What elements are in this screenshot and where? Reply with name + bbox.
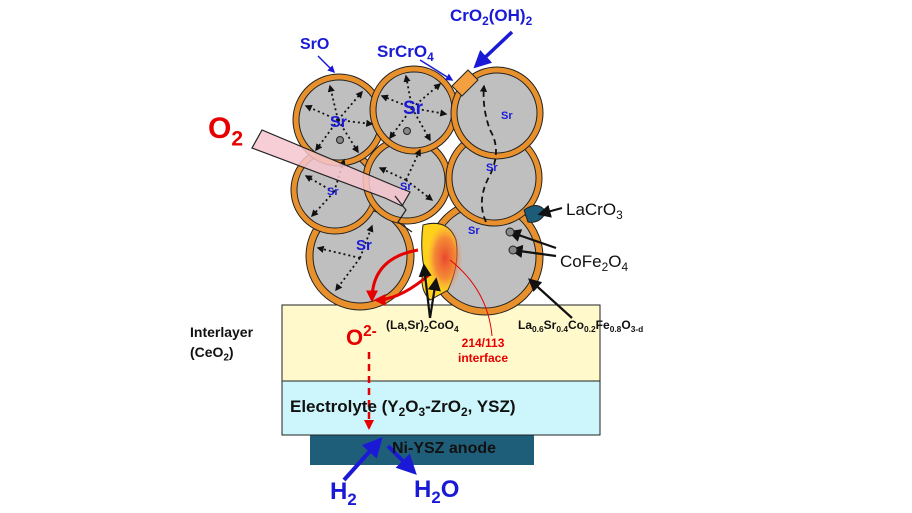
sro-dot-1 [336, 136, 344, 144]
interface-hotspot [427, 224, 463, 292]
cro2oh2-c: (OH) [488, 6, 526, 25]
srcro4-deposit [451, 69, 479, 97]
sr-label-bottom-left: Sr [356, 237, 372, 254]
la-sr2-coo4-label: (La,Sr)2CoO4 [386, 318, 459, 334]
cro2oh2-a: CrO [450, 6, 483, 25]
phase-pointers [418, 204, 573, 319]
anode-layer [310, 433, 534, 465]
h2-arrow [342, 437, 383, 482]
cofe2o4-b: 2 [601, 260, 609, 275]
o2-label: O2 [208, 112, 243, 151]
sro-dot-2 [403, 127, 411, 135]
electrolyte-label: Electrolyte (Y2O3-ZrO2, YSZ) [290, 397, 516, 420]
sr-label-top-right: Sr [501, 110, 513, 122]
interface-line2: interface [458, 351, 509, 365]
o2minus-main: O [346, 325, 364, 351]
sro-label: SrO [300, 36, 330, 53]
cro2oh2-d: 2 [525, 14, 533, 29]
cro2oh2-b: 2 [482, 14, 489, 29]
lscf-label: La0.6Sr0.4Co0.2Fe0.8O3-d [518, 318, 644, 334]
h2o-label: H2O [414, 476, 460, 507]
electrolyte-layer [281, 380, 601, 436]
oxygen-pathway-zigzag [394, 195, 413, 233]
sr-label-bottom-right: Sr [468, 225, 480, 237]
lacro3-main: LaCrO [566, 200, 617, 219]
interface-leader-line [449, 259, 493, 337]
interface-label: 214/113 interface [458, 336, 508, 366]
interlayer-label: Interlayer (CeO2) [190, 322, 253, 368]
particle-top-right [450, 66, 544, 160]
cofe2o4-label: CoFe2O4 [560, 252, 628, 274]
particle-bottom-right [426, 198, 544, 316]
srcro4-pointer [419, 59, 454, 81]
o2-main: O [208, 112, 232, 145]
oxygen-inlet-pipe [251, 129, 411, 207]
lacro3-label: LaCrO3 [566, 200, 623, 222]
oxygen-ion-label: O2- [346, 323, 377, 351]
sr-long-path-arrow [479, 84, 497, 223]
h2o-arrow [386, 444, 417, 475]
lacro3-sub: 3 [616, 208, 623, 223]
interlayer-line1: Interlayer [190, 324, 254, 340]
sr-label-top-center: Sr [403, 98, 424, 119]
h2-label: H2 [330, 478, 357, 509]
srcro4-main: SrCrO [377, 42, 428, 61]
sro-pointer [317, 55, 336, 74]
sr-label-top-left: Sr [330, 114, 347, 131]
cofe2o4-dot-2 [508, 245, 518, 255]
interlayer-layer [281, 304, 601, 382]
sr-diffusion-arrows [304, 74, 448, 292]
cofe2o4-d: 4 [621, 260, 629, 275]
cro2oh2-label: CrO2(OH)2 [450, 6, 532, 28]
srcro4-label: SrCrO4 [377, 42, 434, 64]
cofe2o4-a: CoFe [560, 252, 602, 271]
sr-label-middle-center: Sr [400, 181, 412, 193]
cofe2o4-c: O [608, 252, 622, 271]
srcro4-sub: 4 [427, 50, 434, 65]
cro2oh2-pointer [473, 30, 514, 69]
oxygen-ion-arrow-1 [366, 248, 419, 303]
cofe2o4-dot-1 [505, 227, 515, 237]
anode-label: Ni-YSZ anode [392, 440, 497, 457]
sr-label-middle-right: Sr [486, 162, 498, 174]
o2minus-sup: 2- [363, 323, 377, 340]
interlayer-line2: (CeO2) [190, 344, 234, 364]
sr-label-middle-left: Sr [327, 186, 339, 198]
o2-sub: 2 [231, 127, 244, 151]
interface-line1: 214/113 [461, 336, 505, 350]
